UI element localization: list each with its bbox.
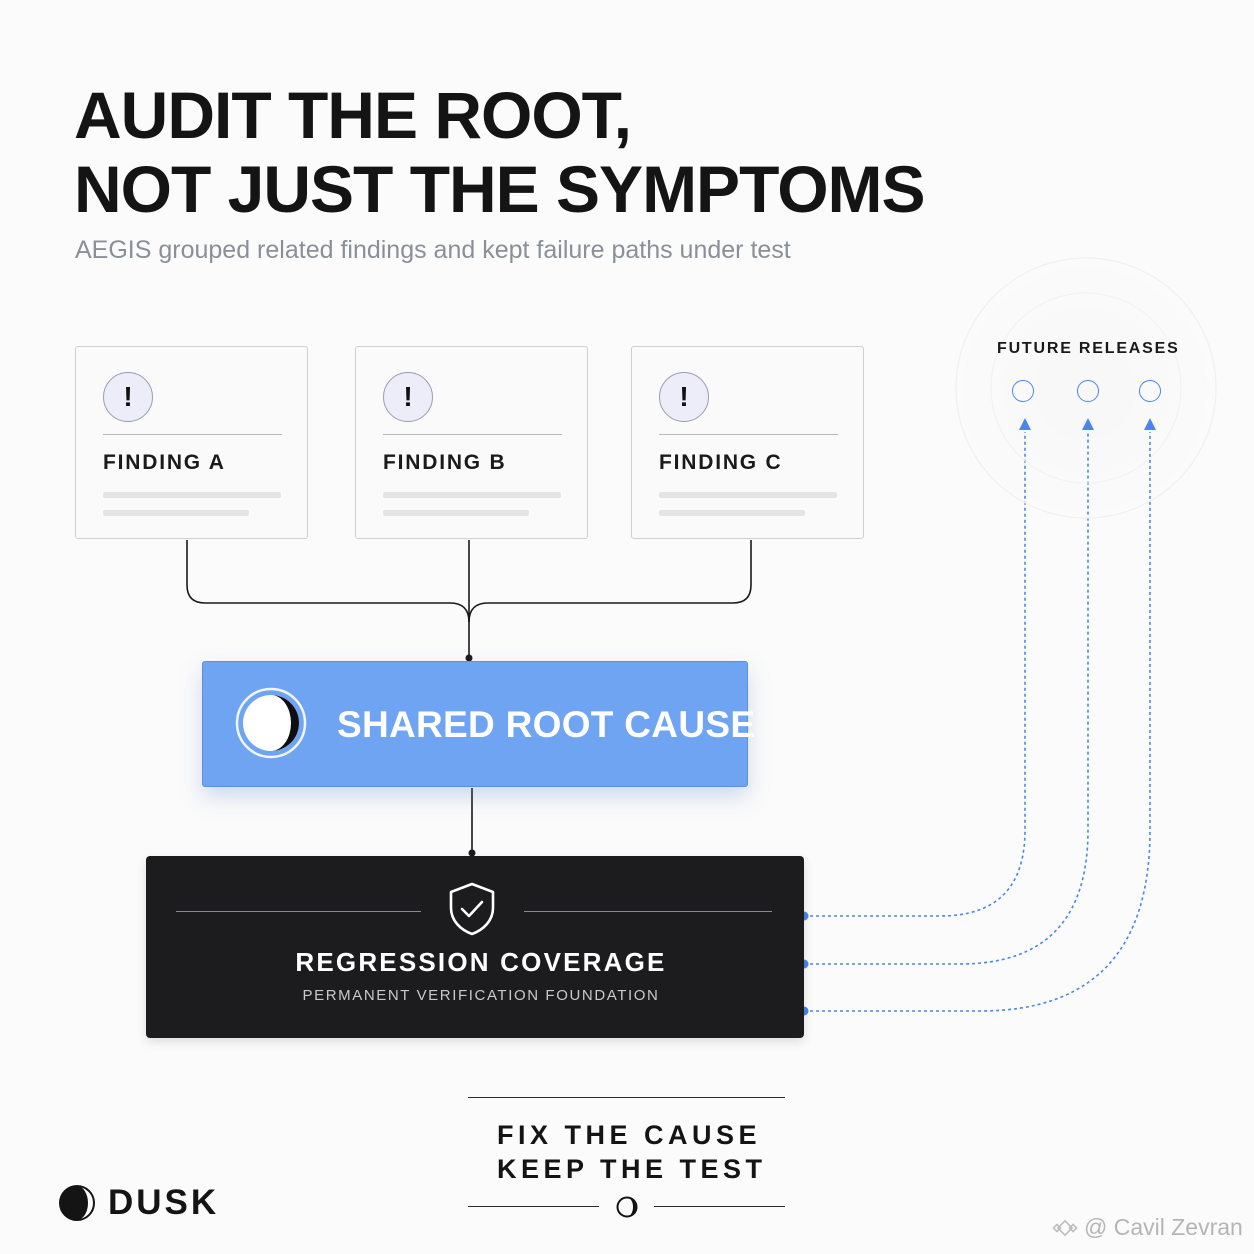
shield-check-icon bbox=[449, 882, 495, 936]
motto-rule-bottom-right bbox=[654, 1206, 785, 1207]
title-line-1: AUDIT THE ROOT, bbox=[74, 78, 632, 152]
shared-root-cause-node: SHARED ROOT CAUSE bbox=[202, 661, 755, 787]
placeholder-line bbox=[383, 510, 529, 516]
placeholder-line bbox=[103, 510, 249, 516]
page-subtitle: AEGIS grouped related findings and kept … bbox=[75, 236, 791, 264]
finding-label: FINDING B bbox=[383, 451, 507, 474]
brand-name: DUSK bbox=[108, 1183, 220, 1222]
binance-square-icon bbox=[1052, 1219, 1078, 1236]
release-path-2 bbox=[804, 432, 1089, 965]
placeholder-line bbox=[659, 492, 837, 498]
release-node-3 bbox=[1139, 380, 1161, 402]
connector-dot-root bbox=[465, 654, 473, 662]
future-ring-inner bbox=[990, 292, 1182, 484]
motto-line-1: FIX THE CAUSE bbox=[497, 1120, 762, 1150]
release-node-2 bbox=[1077, 380, 1099, 402]
finding-card-c: ! FINDING C bbox=[631, 346, 864, 539]
coverage-divider-left bbox=[176, 911, 421, 912]
card-divider bbox=[659, 434, 838, 435]
watermark: @ Cavil Zevran bbox=[1052, 1214, 1243, 1241]
connector-finding-c bbox=[468, 540, 752, 623]
release-path-3 bbox=[804, 432, 1151, 1012]
finding-card-a: ! FINDING A bbox=[75, 346, 308, 539]
root-cause-title: SHARED ROOT CAUSE bbox=[337, 704, 756, 745]
release-arrowhead-1 bbox=[1019, 418, 1031, 430]
connector-dot-coverage bbox=[468, 849, 476, 857]
watermark-text: @ Cavil Zevran bbox=[1084, 1214, 1243, 1240]
brand-logo: DUSK bbox=[58, 1183, 219, 1223]
card-divider bbox=[103, 434, 282, 435]
future-releases-label: FUTURE RELEASES bbox=[997, 340, 1180, 357]
motto-line-2: KEEP THE TEST bbox=[497, 1154, 767, 1184]
title-line-2: NOT JUST THE SYMPTOMS bbox=[74, 152, 926, 226]
motto-rule-bottom-left bbox=[468, 1206, 599, 1207]
placeholder-line bbox=[103, 492, 281, 498]
page-title: AUDIT THE ROOT, NOT JUST THE SYMPTOMS bbox=[74, 78, 926, 226]
dusk-mark-icon bbox=[616, 1196, 638, 1218]
coverage-title: REGRESSION COVERAGE bbox=[295, 947, 667, 977]
release-arrowhead-3 bbox=[1144, 418, 1156, 430]
dusk-logo-icon bbox=[59, 1185, 95, 1221]
finding-label: FINDING C bbox=[659, 451, 783, 474]
placeholder-line bbox=[659, 510, 805, 516]
placeholder-line bbox=[383, 492, 561, 498]
motto-rule-top bbox=[468, 1097, 785, 1098]
future-ring-outer bbox=[955, 257, 1217, 519]
alert-icon: ! bbox=[383, 372, 433, 422]
release-arrowhead-2 bbox=[1082, 418, 1094, 430]
regression-coverage-node: REGRESSION COVERAGE PERMANENT VERIFICATI… bbox=[146, 856, 804, 1038]
release-node-1 bbox=[1012, 380, 1034, 402]
coverage-caption: PERMANENT VERIFICATION FOUNDATION bbox=[302, 987, 660, 1004]
coverage-divider-right bbox=[524, 911, 772, 912]
alert-icon: ! bbox=[659, 372, 709, 422]
card-divider bbox=[383, 434, 562, 435]
finding-label: FINDING A bbox=[103, 451, 226, 474]
release-path-1 bbox=[804, 432, 1026, 917]
finding-card-b: ! FINDING B bbox=[355, 346, 588, 539]
dusk-logo-icon bbox=[235, 687, 307, 759]
alert-icon: ! bbox=[103, 372, 153, 422]
connector-finding-a bbox=[186, 540, 470, 623]
